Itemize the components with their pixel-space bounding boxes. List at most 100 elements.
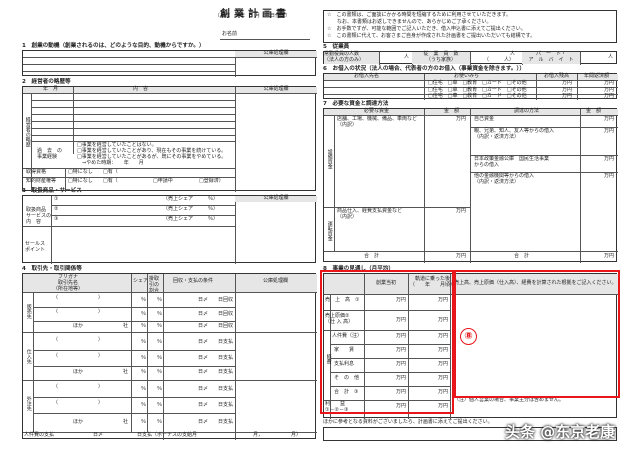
section-7-title: 7 必要な資金と調達方法 xyxy=(323,101,389,107)
unit-person: 人 xyxy=(608,54,614,60)
close-day: 日〆 xyxy=(198,355,209,361)
row-interest: 支払利息 xyxy=(334,361,355,367)
part-time-label: パ ー ト・ ア ル バ イ ト xyxy=(522,51,580,64)
past-experience-label: 過 去 の 事業経験 xyxy=(37,148,63,160)
office-label: 公庫処理欄 xyxy=(235,86,317,93)
close-day: 日〆 xyxy=(198,386,209,392)
row-personnel: 人件費（注） xyxy=(332,333,363,339)
section-1-title: 1 創業の動機（創業されるのは、どのような目的、動機からですか。） xyxy=(22,43,205,49)
unit: 万円 xyxy=(604,80,615,86)
section-4-box: フリガナ 取引先名 （所在地等） シェア 掛取引の割合 回収・支払の条件 公庫処… xyxy=(22,273,317,440)
footer-note: ほかに参考となる資料がございましたら、計画書に添えてご提出ください。 xyxy=(323,419,493,425)
close-day: 日〆 xyxy=(198,402,209,408)
purchase-side-label: 仕入先 xyxy=(25,349,32,364)
other-label: ほか xyxy=(73,369,84,375)
pct: ％ xyxy=(141,355,147,361)
close-day: 日〆 xyxy=(198,369,209,375)
company-unit: 社 xyxy=(123,369,129,375)
unit: 万円 xyxy=(396,389,407,395)
col-after: 軌道に乗った後 （ 年 月頃） xyxy=(410,276,456,288)
close-day: 日〆 xyxy=(198,339,209,345)
col-share: シェア xyxy=(133,278,149,284)
section-3-title: 3 取扱商品・サービス xyxy=(22,188,82,194)
pay-day: 日支払 xyxy=(218,355,234,361)
pct: ％ xyxy=(141,369,147,375)
col-use: お使いみち xyxy=(454,73,480,79)
watermark: 头条 @东京老康 xyxy=(505,423,616,441)
product-item-3: ③ xyxy=(54,216,59,222)
checkbox-never[interactable]: □事業を経営していたことはない。 xyxy=(77,142,157,148)
use-checkboxes-1[interactable]: □住宅 □車 □教育 □カード □その他 xyxy=(428,80,527,86)
notice-line: なお、本書類はお返しできませんので、あらかじめご了承ください。 xyxy=(327,19,492,25)
col-supplier-name: フリガナ 取引先名 （所在地等） xyxy=(53,274,84,292)
checkbox-license-have[interactable]: □有（ xyxy=(103,169,118,175)
unit: 万円 xyxy=(604,87,615,93)
row-total: 合 計 ③ xyxy=(334,389,359,395)
product-item-1: ① xyxy=(54,196,59,202)
other-label: ほか xyxy=(73,419,84,425)
working-funds-label: 運転資金 xyxy=(326,221,333,241)
close-day: 日〆 xyxy=(198,311,209,317)
pct: ％ xyxy=(157,311,163,317)
equipment-funds-text: 店舗、工場、機械、備品、車両など （内訳） xyxy=(337,116,418,128)
section-8-header xyxy=(324,274,618,294)
products-side-label: 取扱商品 サービスの 内 容 xyxy=(26,207,52,225)
product-share-3: （売上シェア ％） xyxy=(163,216,219,222)
pct: ％ xyxy=(157,402,163,408)
pct: ％ xyxy=(141,311,147,317)
notice-line: ☆ この書類に代えて、お客さまご自身が作成された計画書をご提出いただいても結構で… xyxy=(327,33,536,39)
pct: ％ xyxy=(157,386,163,392)
use-checkboxes-3[interactable]: □住宅 □車 □教育 □カード □その他 xyxy=(428,93,527,99)
checkbox-ip-pending[interactable]: □申請中 xyxy=(153,178,173,184)
office-label: 公庫処理欄 xyxy=(235,50,317,57)
unit: 万円 xyxy=(396,403,407,409)
source-jfc-loan: 日本政策金融公庫 国民生活事業 からの借入 xyxy=(474,156,550,168)
pay-day: 日支払 xyxy=(218,369,234,375)
checkbox-ip-none[interactable]: □特になし xyxy=(68,178,93,184)
section-6-box: お借入先名 お使いみち お借入残高 年間返済額 □住宅 □車 □教育 □カード … xyxy=(323,73,618,100)
notice-line: ☆ この書類は、ご面談にかかる時間を短縮するために利用させていただきます。 xyxy=(327,12,511,18)
notice-box: ☆ この書類は、ご面談にかかる時間を短縮するために利用させていただきます。 なお… xyxy=(323,10,617,43)
total-source-label: 合 計 xyxy=(514,253,530,259)
family-count: （ 人） xyxy=(484,57,515,63)
payroll-month: 月， xyxy=(253,432,264,438)
col-year: 年 月 xyxy=(43,86,59,92)
col-need: 必要な資金 xyxy=(364,108,390,114)
section-7-box: 必要な資金 金 額 調達の方法 金 額 設備資金 店舗、工場、機械、備品、車両な… xyxy=(323,108,618,263)
checkbox-license-none[interactable]: □特になし xyxy=(68,169,93,175)
checkbox-ip-registered[interactable]: □登録済） xyxy=(199,178,224,184)
use-checkboxes-2[interactable]: □住宅 □車 □教育 □カード □その他 xyxy=(428,87,527,93)
employee-count-label: 従 業 員 数 （うち家族） xyxy=(412,51,470,64)
pay-day: 日支払 xyxy=(218,419,234,425)
col-repay: 年間返済額 xyxy=(584,73,610,79)
section-2-box: 年 月 内 容 公庫処理欄 経営者の略歴 過 去 の 事業経験 □事業を経営して… xyxy=(22,86,317,192)
section-2-title: 2 経営者の略歴等 xyxy=(22,79,71,85)
unit: 万円 xyxy=(396,375,407,381)
close-day: 日〆 xyxy=(198,297,209,303)
quit-date-label: ⇒やめた時期： 年 月 xyxy=(77,160,144,166)
section-4-header xyxy=(23,274,317,292)
unit: 万円 xyxy=(438,297,449,303)
section-7-header xyxy=(324,109,618,115)
unit: 万円 xyxy=(438,361,449,367)
total-need-label: 合 計 xyxy=(364,253,380,259)
source-own-funds: 自己資金 xyxy=(474,116,495,122)
pct: ％ xyxy=(157,355,163,361)
col-terms: 回収・支払の条件 xyxy=(173,278,214,284)
section-6-header xyxy=(324,74,618,80)
office-label: 公庫処理欄 xyxy=(235,195,317,202)
career-side-label: 経営者の略歴 xyxy=(24,117,31,147)
checkbox-ip-have[interactable]: □有（ xyxy=(103,178,118,184)
row-rent: 家 賃 xyxy=(334,347,355,353)
checkbox-quit[interactable]: □事業を経営していたことがあるが、既にその事業をやめている。 xyxy=(77,154,227,160)
section-3-box: 公庫処理欄 取扱商品 サービスの 内 容 ① （売上シェア ％） ② （売上シェ… xyxy=(22,195,317,264)
checkbox-continuing[interactable]: □事業を経営していたことがあり、現在もその事業を続けている。 xyxy=(77,148,227,154)
unit: 万円 xyxy=(438,347,449,353)
section-5-title: 5 従業員 xyxy=(323,44,350,50)
unit: 万円 xyxy=(562,87,573,93)
pay-day: 日支払 xyxy=(218,386,234,392)
section-1-box: 公庫処理欄 xyxy=(22,50,317,77)
notice-line: ☆ お手数ですが、可能な範囲でご記入いただき、借入申込書に添えてご提出ください。 xyxy=(327,26,526,32)
company-unit: 社 xyxy=(123,419,129,425)
unit: 万円 xyxy=(604,128,615,134)
